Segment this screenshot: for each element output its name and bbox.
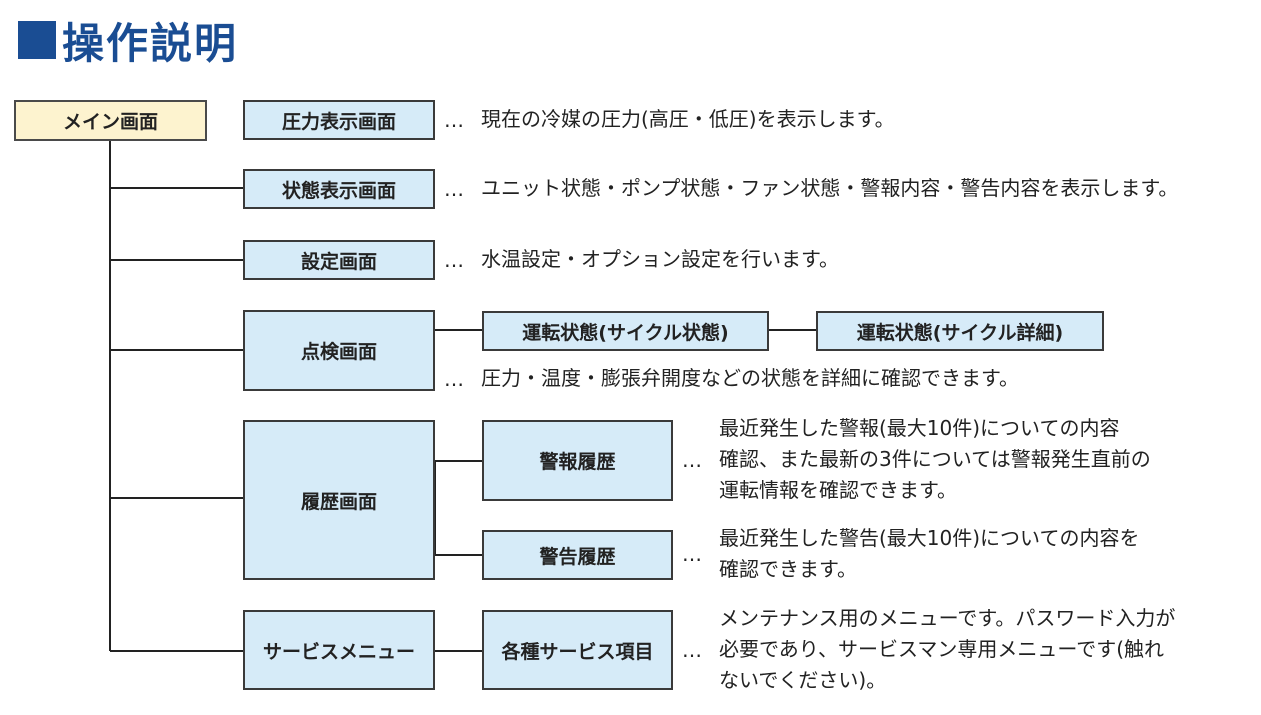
desc-status: ユニット状態・ポンプ状態・ファン状態・警報内容・警告内容を表示します。 xyxy=(481,176,1179,200)
ellipsis-service-items: … xyxy=(682,638,702,662)
inspection-screen-box: 点検画面 xyxy=(243,310,435,391)
page-title: 操作説明 xyxy=(18,10,238,70)
pressure-screen-box: 圧力表示画面 xyxy=(243,100,435,140)
ellipsis-inspection: … xyxy=(444,367,464,391)
desc-warning-history: 最近発生した警告(最大10件)についての内容を 確認できます。 xyxy=(719,523,1139,585)
desc-inspection: 圧力・温度・膨張弁開度などの状態を詳細に確認できます。 xyxy=(481,366,1019,390)
alarm-history-box: 警報履歴 xyxy=(482,420,673,501)
service-menu-box: サービスメニュー xyxy=(243,610,435,690)
desc-alarm-history-line: 確認、また最新の3件については警報発生直前の xyxy=(719,447,1151,471)
warning-history-box: 警告履歴 xyxy=(482,530,673,580)
desc-service-items-line: 必要であり、サービスマン専用メニューです(触れ xyxy=(719,637,1165,661)
ellipsis-alarm-history: … xyxy=(682,448,702,472)
desc-service-items-line: メンテナンス用のメニューです。パスワード入力が xyxy=(719,606,1176,630)
ellipsis-status: … xyxy=(444,177,464,201)
service-items-box: 各種サービス項目 xyxy=(482,610,673,690)
cycle-state-box: 運転状態(サイクル状態) xyxy=(482,311,769,351)
desc-pressure: 現在の冷媒の圧力(高圧・低圧)を表示します。 xyxy=(481,107,895,131)
desc-settings: 水温設定・オプション設定を行います。 xyxy=(481,247,839,271)
desc-service-items-line: ないでください)。 xyxy=(719,668,887,692)
history-screen-box: 履歴画面 xyxy=(243,420,435,580)
desc-alarm-history-line: 運転情報を確認できます。 xyxy=(719,478,957,502)
cycle-detail-box: 運転状態(サイクル詳細) xyxy=(816,311,1104,351)
desc-service-items: メンテナンス用のメニューです。パスワード入力が 必要であり、サービスマン専用メニ… xyxy=(719,603,1175,696)
ellipsis-pressure: … xyxy=(444,108,464,132)
desc-warning-history-line: 最近発生した警告(最大10件)についての内容を xyxy=(719,526,1140,550)
main-screen-box: メイン画面 xyxy=(14,100,207,141)
desc-warning-history-line: 確認できます。 xyxy=(719,557,857,581)
desc-alarm-history: 最近発生した警報(最大10件)についての内容 確認、また最新の3件については警報… xyxy=(719,413,1151,506)
page-title-text: 操作説明 xyxy=(62,18,239,68)
status-screen-box: 状態表示画面 xyxy=(243,169,435,209)
settings-screen-box: 設定画面 xyxy=(243,240,435,280)
desc-alarm-history-line: 最近発生した警報(最大10件)についての内容 xyxy=(719,416,1120,440)
ellipsis-settings: … xyxy=(444,248,464,272)
title-square-icon xyxy=(18,21,56,59)
ellipsis-warning-history: … xyxy=(682,542,702,566)
